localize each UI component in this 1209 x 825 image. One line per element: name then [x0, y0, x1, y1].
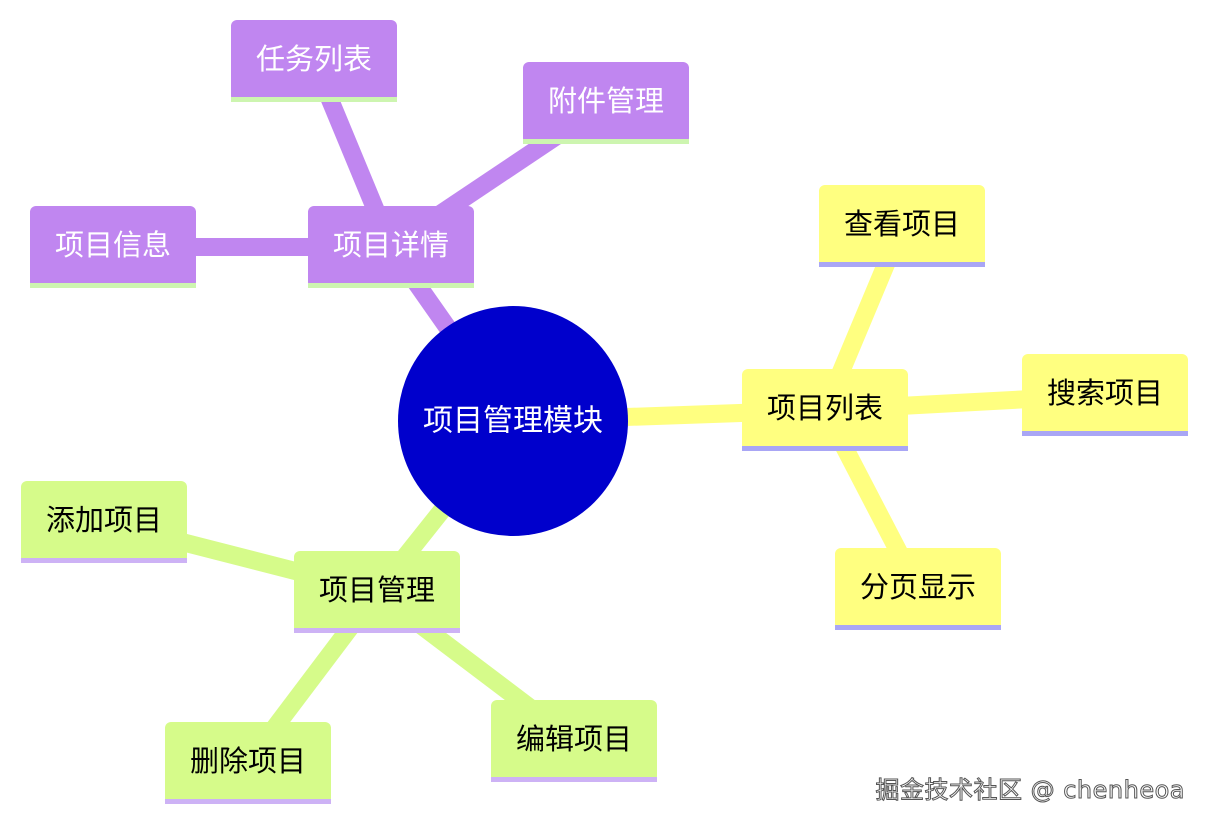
leaf-node-tasks[interactable]: 任务列表	[231, 20, 397, 102]
leaf-node-add-box	[21, 481, 187, 563]
leaf-node-edit[interactable]: 编辑项目	[491, 700, 657, 782]
leaf-node-search-underline	[1022, 431, 1188, 436]
leaf-node-attach-underline	[523, 139, 689, 144]
leaf-node-add[interactable]: 添加项目	[21, 481, 187, 563]
leaf-node-search-label: 搜索项目	[1047, 376, 1163, 410]
leaf-node-info-label: 项目信息	[55, 228, 171, 262]
branch-node-manage-underline	[294, 628, 460, 633]
leaf-node-edit-underline	[491, 777, 657, 782]
branch-node-list-underline	[742, 446, 908, 451]
branch-node-detail[interactable]: 项目详情	[308, 206, 474, 288]
leaf-node-delete-label: 删除项目	[190, 744, 306, 778]
root-node-circle	[398, 306, 628, 536]
root-node[interactable]: 项目管理模块	[398, 306, 628, 536]
leaf-node-delete[interactable]: 删除项目	[165, 722, 331, 804]
leaf-node-attach[interactable]: 附件管理	[523, 62, 689, 144]
leaf-node-view[interactable]: 查看项目	[819, 185, 985, 267]
leaf-node-info-box	[30, 206, 196, 288]
leaf-node-edit-box	[491, 700, 657, 782]
leaf-node-add-label: 添加项目	[46, 503, 162, 537]
leaf-node-paging-box	[835, 548, 1001, 630]
leaf-node-attach-label: 附件管理	[548, 84, 664, 118]
branch-node-manage[interactable]: 项目管理	[294, 551, 460, 633]
leaf-node-add-underline	[21, 558, 187, 563]
leaf-node-delete-box	[165, 722, 331, 804]
leaf-node-info[interactable]: 项目信息	[30, 206, 196, 288]
watermark-text: 掘金技术社区 @ chenheoa	[875, 776, 1185, 805]
leaf-node-delete-underline	[165, 799, 331, 804]
leaf-node-info-underline	[30, 283, 196, 288]
leaf-node-view-underline	[819, 262, 985, 267]
leaf-node-tasks-underline	[231, 97, 397, 102]
branch-node-detail-underline	[308, 283, 474, 288]
leaf-node-edit-label: 编辑项目	[516, 722, 632, 756]
leaf-node-tasks-box	[231, 20, 397, 102]
branch-node-manage-label: 项目管理	[319, 573, 435, 607]
root-node-label: 项目管理模块	[423, 404, 603, 439]
branch-node-list[interactable]: 项目列表	[742, 369, 908, 451]
leaf-node-attach-box	[523, 62, 689, 144]
branch-node-detail-box	[308, 206, 474, 288]
leaf-node-paging-label: 分页显示	[860, 570, 976, 604]
branch-node-detail-label: 项目详情	[333, 228, 449, 262]
leaf-node-tasks-label: 任务列表	[256, 42, 372, 76]
leaf-node-search-box	[1022, 354, 1188, 436]
leaf-node-paging[interactable]: 分页显示	[835, 548, 1001, 630]
leaf-node-view-box	[819, 185, 985, 267]
branch-node-list-label: 项目列表	[767, 391, 883, 425]
branch-node-list-box	[742, 369, 908, 451]
leaf-node-paging-underline	[835, 625, 1001, 630]
leaf-node-view-label: 查看项目	[844, 207, 960, 241]
branch-node-manage-box	[294, 551, 460, 633]
leaf-node-search[interactable]: 搜索项目	[1022, 354, 1188, 436]
